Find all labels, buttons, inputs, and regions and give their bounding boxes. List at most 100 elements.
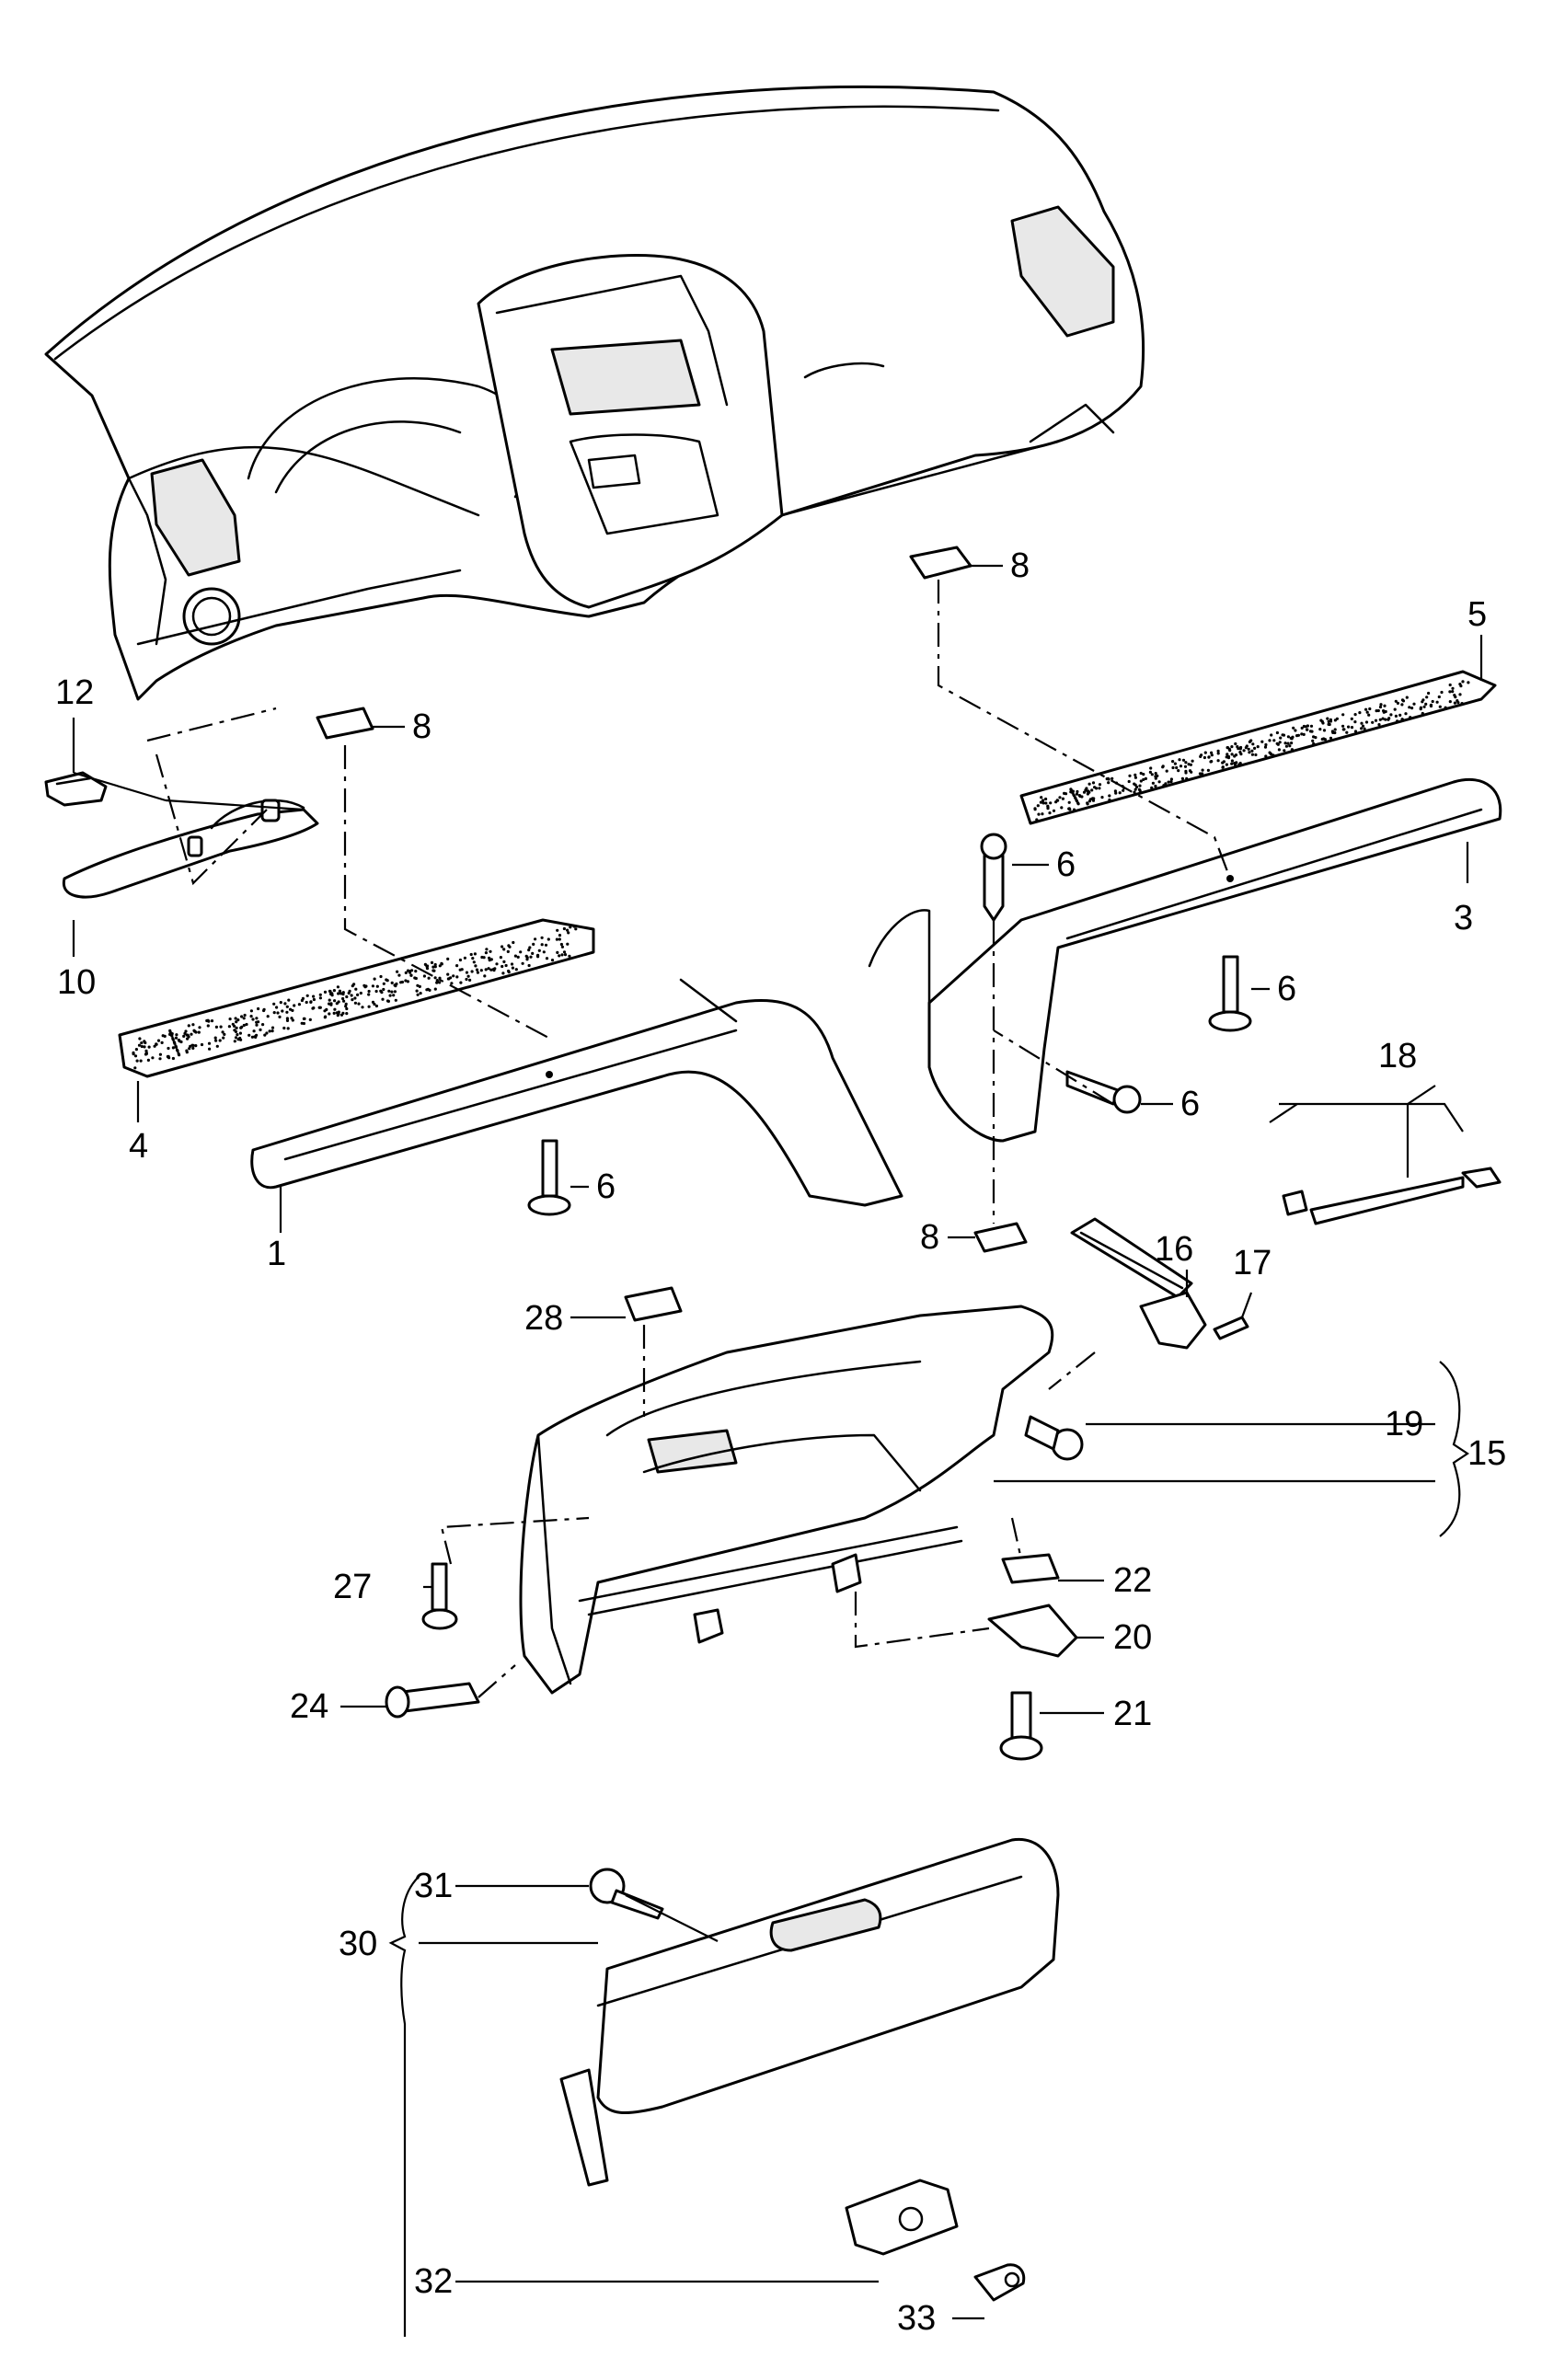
texture-dot [1226, 756, 1231, 760]
texture-dot [263, 1033, 267, 1037]
texture-dot [353, 1001, 357, 1005]
texture-dot [406, 969, 410, 972]
texture-dot [556, 950, 559, 954]
texture-dot [132, 1051, 135, 1054]
texture-dot [170, 1034, 174, 1038]
texture-dot [1198, 772, 1202, 776]
texture-dot [385, 978, 388, 982]
texture-dot [555, 937, 559, 941]
texture-dot [1429, 704, 1433, 708]
texture-dot [1410, 707, 1414, 710]
texture-dot [166, 1054, 169, 1059]
texture-dot [1360, 727, 1364, 730]
texture-dot [309, 1000, 313, 1004]
texture-dot [1167, 780, 1170, 784]
texture-dot [1460, 702, 1464, 706]
callout-33: 33 [897, 2299, 936, 2338]
texture-dot [323, 1009, 327, 1013]
texture-dot [566, 942, 570, 946]
texture-dot [1435, 700, 1439, 704]
texture-dot [1072, 808, 1076, 811]
texture-dot [351, 998, 354, 1002]
texture-dot [1184, 761, 1188, 765]
texture-dot [174, 1045, 178, 1049]
texture-dot [1254, 753, 1258, 757]
texture-dot [345, 1012, 349, 1016]
callout-27: 27 [333, 1568, 372, 1606]
texture-dot [394, 998, 397, 1002]
callout-20: 20 [1113, 1618, 1152, 1657]
texture-dot [566, 928, 570, 932]
texture-dot [1133, 782, 1136, 786]
texture-dot [191, 1046, 195, 1050]
texture-dot [249, 1009, 253, 1013]
texture-dot [540, 936, 544, 939]
texture-dot [1376, 708, 1380, 713]
texture-dot [1162, 784, 1166, 788]
texture-dot [1189, 763, 1192, 766]
texture-dot [1295, 734, 1299, 738]
texture-dot [156, 1039, 161, 1042]
texture-dot [268, 1029, 271, 1033]
texture-dot [1320, 737, 1324, 742]
texture-dot [506, 949, 510, 953]
texture-dot [502, 960, 506, 963]
texture-dot [1278, 741, 1282, 744]
texture-dot [1044, 801, 1048, 805]
texture-dot [425, 964, 430, 968]
texture-dot [1424, 702, 1428, 707]
texture-dot [428, 988, 432, 992]
texture-dot [1210, 751, 1214, 754]
texture-dot [1139, 771, 1143, 776]
texture-dot [193, 1029, 197, 1033]
callout-21: 21 [1113, 1695, 1152, 1733]
texture-dot [455, 964, 459, 968]
texture-dot [408, 971, 412, 974]
texture-dot [1379, 703, 1383, 707]
texture-dot [513, 954, 518, 958]
texture-dot [359, 991, 362, 995]
texture-dot [228, 1018, 232, 1021]
texture-dot [135, 1059, 139, 1063]
texture-dot [1264, 742, 1268, 747]
texture-dot [1341, 728, 1345, 731]
texture-dot [1238, 762, 1242, 765]
texture-dot [1067, 800, 1071, 804]
texture-dot [1333, 728, 1337, 731]
texture-dot [1154, 784, 1157, 788]
texture-dot [379, 974, 383, 979]
texture-dot [1456, 701, 1460, 705]
texture-dot [214, 1025, 218, 1029]
texture-dot [290, 1017, 293, 1020]
part-16-hinge [1070, 1217, 1207, 1350]
texture-dot [1396, 719, 1399, 723]
texture-dot [240, 1015, 244, 1018]
texture-dot [221, 1030, 224, 1034]
texture-dot [460, 968, 464, 972]
texture-dot [239, 1026, 243, 1029]
texture-dot [1347, 725, 1351, 729]
texture-dot [234, 1017, 237, 1020]
texture-dot [499, 956, 503, 960]
texture-dot [558, 934, 562, 937]
texture-dot [1049, 801, 1053, 805]
texture-dot [236, 1033, 239, 1037]
texture-dot [1052, 809, 1056, 812]
texture-dot [197, 1030, 201, 1034]
texture-dot [1251, 742, 1255, 746]
texture-dot [182, 1034, 186, 1038]
texture-dot [435, 981, 439, 984]
texture-dot [239, 1038, 243, 1041]
texture-dot [171, 1046, 175, 1050]
texture-dot [1341, 713, 1345, 717]
texture-dot [170, 1032, 174, 1036]
texture-dot [1451, 686, 1455, 690]
texture-dot [483, 974, 487, 978]
part-4-texture [132, 925, 578, 1070]
texture-dot [140, 1041, 144, 1045]
texture-dot [278, 1015, 282, 1018]
texture-dot [1283, 749, 1286, 753]
texture-dot [1264, 754, 1268, 758]
texture-dot [233, 1024, 236, 1028]
